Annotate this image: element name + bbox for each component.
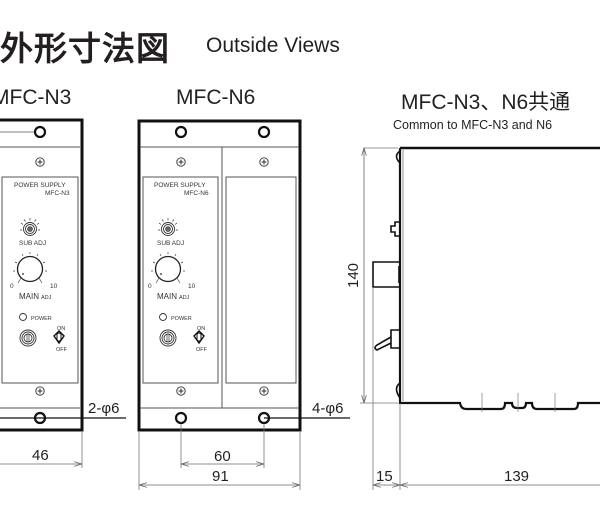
n3-front-panel (1, 176, 79, 384)
model-label-n3: MFC-N3 (0, 86, 72, 109)
n6-front-panel (142, 176, 219, 384)
n3-toggle-switch-icon (53, 330, 65, 345)
title-japanese: 外形寸法図 (0, 29, 170, 68)
n3-switch-off: OFF (56, 347, 68, 353)
n3-top-screw-icon (35, 157, 45, 167)
n6-top-right-screw-icon (259, 157, 269, 167)
side-front-dim: 15 (376, 468, 393, 485)
n6-main-adj-suffix: ADJ (179, 295, 190, 301)
n6-scale-min: 0 (148, 283, 152, 290)
n3-main-adj-label: MAIN (19, 292, 39, 301)
n6-scale-max: 10 (188, 283, 196, 290)
n3-scale-max: 10 (50, 283, 58, 290)
n6-panel-label-2: MFC-N6 (184, 190, 209, 197)
n3-sub-adj-label: SUB ADJ (19, 240, 46, 247)
side-knob-profile-icon (390, 221, 400, 237)
n3-adjust-knobs-icon (12, 217, 48, 284)
common-subtitle: Common to MFC-N3 and N6 (393, 118, 553, 132)
n6-width-dim: 91 (212, 468, 229, 485)
n3-main-adj-suffix: ADJ (41, 295, 52, 301)
title-english: Outside Views (206, 34, 340, 57)
n6-blank-panel (225, 176, 297, 384)
n3-panel-label-1: POWER SUPPLY (14, 182, 66, 189)
model-label-common: MFC-N3、N6共通 (401, 91, 571, 114)
n3-power-label: POWER (31, 316, 52, 322)
n3-bottom-screw-icon (35, 386, 45, 396)
n6-chassis-outline (137, 119, 302, 432)
n3-fuse-holder-icon (19, 329, 37, 347)
side-bottom-edge (398, 148, 600, 411)
n6-power-lamp-icon (159, 313, 167, 321)
side-dial-profile-icon (372, 261, 400, 288)
side-depth-dim: 139 (504, 468, 529, 485)
n6-switch-on: ON (197, 326, 205, 332)
side-height-dim: 140 (345, 263, 362, 288)
n6-power-label: POWER (171, 316, 192, 322)
n3-chassis-outline (0, 118, 84, 432)
side-bottom-handle-icon (395, 382, 401, 399)
n6-bottom-left-hole-icon (174, 411, 188, 425)
side-toggle-switch-icon (374, 329, 399, 351)
n6-fuse-holder-icon (159, 329, 177, 347)
n6-toggle-switch-icon (193, 330, 205, 345)
n3-top-mount-hole-icon (33, 125, 47, 139)
n6-bottom-right-screw-icon (259, 386, 269, 396)
n3-switch-on: ON (57, 326, 65, 332)
n3-hole-callout: 2-φ6 (88, 400, 119, 417)
n3-scale-min: 0 (10, 283, 14, 290)
n6-top-right-hole-icon (257, 125, 271, 139)
n3-panel-label-2: MFC-N3 (45, 190, 70, 197)
n6-front-view: POWER SUPPLY MFC-N6 SUB ADJ 0 10 MAIN AD… (137, 119, 350, 490)
n6-adjust-knobs-icon (150, 217, 186, 284)
n6-bottom-left-screw-icon (176, 386, 186, 396)
n6-hole-callout: 4-φ6 (312, 400, 343, 417)
n6-hole-pitch-dim: 60 (214, 448, 231, 465)
n6-top-left-hole-icon (174, 125, 188, 139)
n6-main-adj-label: MAIN (157, 292, 177, 301)
n6-sub-adj-label: SUB ADJ (157, 240, 184, 247)
n3-width-dim: 46 (32, 447, 49, 464)
n6-top-left-screw-icon (176, 157, 186, 167)
model-label-n6: MFC-N6 (176, 86, 256, 109)
side-view: 140 15 139 (345, 146, 600, 490)
n6-panel-label-1: POWER SUPPLY (154, 182, 206, 189)
side-top-handle-icon (395, 150, 401, 164)
n3-front-view: POWER SUPPLY MFC-N3 SUB ADJ 0 10 MAIN AD… (0, 118, 126, 468)
n3-power-lamp-icon (19, 313, 27, 321)
n6-switch-off: OFF (196, 347, 208, 353)
